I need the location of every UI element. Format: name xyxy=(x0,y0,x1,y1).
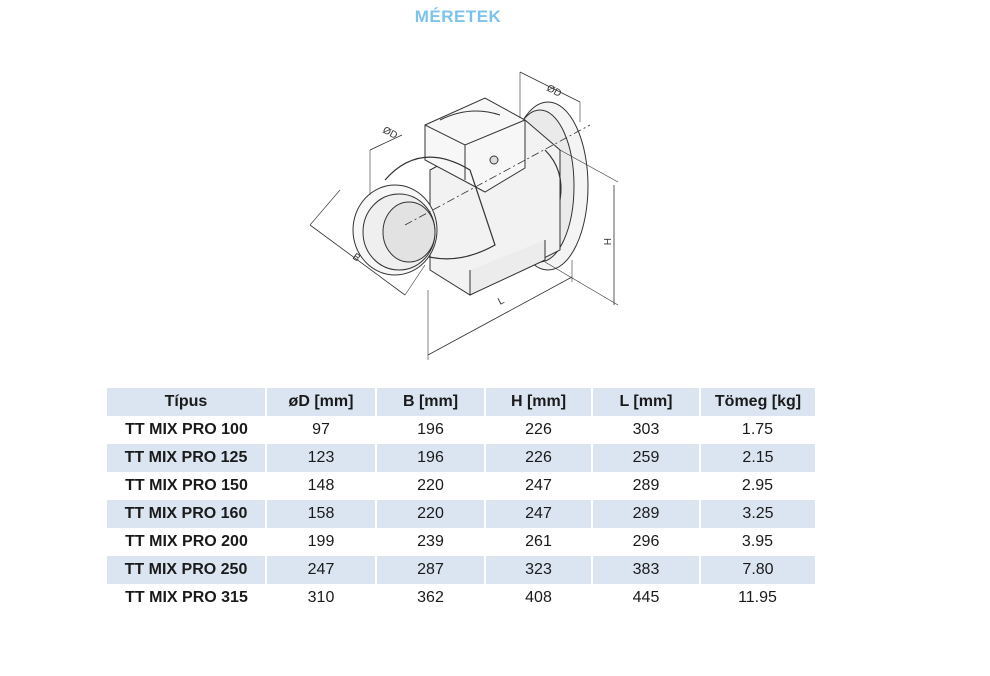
page-title: MÉRETEK xyxy=(414,7,502,26)
table-header-row: Típus øD [mm] B [mm] H [mm] L [mm] Tömeg… xyxy=(107,388,815,416)
label-h: H xyxy=(601,238,612,245)
cell-type: TT MIX PRO 315 xyxy=(125,589,248,606)
cell-l: 296 xyxy=(632,533,660,550)
header-h: H [mm] xyxy=(484,388,592,416)
cell-b: 196 xyxy=(375,444,485,472)
cell-weight: 1.75 xyxy=(741,421,774,438)
cell-l: 445 xyxy=(632,589,660,606)
cell-weight: 11.95 xyxy=(738,589,777,606)
cell-b: 287 xyxy=(375,556,485,584)
cell-b: 220 xyxy=(375,500,485,528)
cell-h: 247 xyxy=(484,500,592,528)
cell-l: 303 xyxy=(632,421,660,438)
label-outlet-diameter: ØD xyxy=(545,83,563,100)
cell-l: 289 xyxy=(591,500,700,528)
table-row: TT MIX PRO 150 148 220 247 289 2.95 xyxy=(107,472,815,500)
cell-h: 226 xyxy=(484,444,592,472)
cell-diameter: 97 xyxy=(312,421,330,438)
cell-weight: 3.25 xyxy=(699,500,815,528)
table-row: TT MIX PRO 160 158 220 247 289 3.25 xyxy=(107,500,815,528)
cell-type: TT MIX PRO 100 xyxy=(125,421,248,438)
header-l: L [mm] xyxy=(591,388,700,416)
header-b: B [mm] xyxy=(375,388,485,416)
cell-l: 289 xyxy=(632,477,660,494)
table-row: TT MIX PRO 315 310 362 408 445 11.95 xyxy=(107,584,815,612)
cell-diameter: 199 xyxy=(307,533,335,550)
cell-b: 362 xyxy=(417,589,444,606)
cell-b: 239 xyxy=(417,533,444,550)
table-row: TT MIX PRO 250 247 287 323 383 7.80 xyxy=(107,556,815,584)
cell-b: 196 xyxy=(417,421,444,438)
cell-weight: 2.95 xyxy=(741,477,774,494)
label-l: L xyxy=(496,295,506,308)
cell-type: TT MIX PRO 160 xyxy=(107,500,266,528)
fan-dimension-drawing: ØD ØD B L H xyxy=(309,71,619,360)
table-row: TT MIX PRO 100 97 196 226 303 1.75 xyxy=(107,416,815,444)
cell-diameter: 247 xyxy=(265,556,376,584)
cell-b: 220 xyxy=(417,477,444,494)
cell-h: 408 xyxy=(525,589,552,606)
cell-h: 247 xyxy=(525,477,552,494)
cell-h: 323 xyxy=(484,556,592,584)
table-row: TT MIX PRO 125 123 196 226 259 2.15 xyxy=(107,444,815,472)
cell-diameter: 148 xyxy=(307,477,335,494)
header-type: Típus xyxy=(107,388,266,416)
dimensions-table: Típus øD [mm] B [mm] H [mm] L [mm] Tömeg… xyxy=(107,388,815,612)
cell-diameter: 310 xyxy=(307,589,335,606)
cell-h: 261 xyxy=(525,533,552,550)
header-weight: Tömeg [kg] xyxy=(699,388,815,416)
cell-weight: 7.80 xyxy=(699,556,815,584)
table-row: TT MIX PRO 200 199 239 261 296 3.95 xyxy=(107,528,815,556)
cell-diameter: 158 xyxy=(265,500,376,528)
header-diameter: øD [mm] xyxy=(265,388,376,416)
cell-type: TT MIX PRO 200 xyxy=(125,533,248,550)
cell-l: 383 xyxy=(591,556,700,584)
label-inlet-diameter: ØD xyxy=(381,125,399,142)
cell-weight: 3.95 xyxy=(741,533,774,550)
cell-diameter: 123 xyxy=(265,444,376,472)
cell-type: TT MIX PRO 150 xyxy=(125,477,248,494)
cell-type: TT MIX PRO 125 xyxy=(107,444,266,472)
cell-l: 259 xyxy=(591,444,700,472)
cell-h: 226 xyxy=(525,421,552,438)
cell-type: TT MIX PRO 250 xyxy=(107,556,266,584)
cell-weight: 2.15 xyxy=(699,444,815,472)
